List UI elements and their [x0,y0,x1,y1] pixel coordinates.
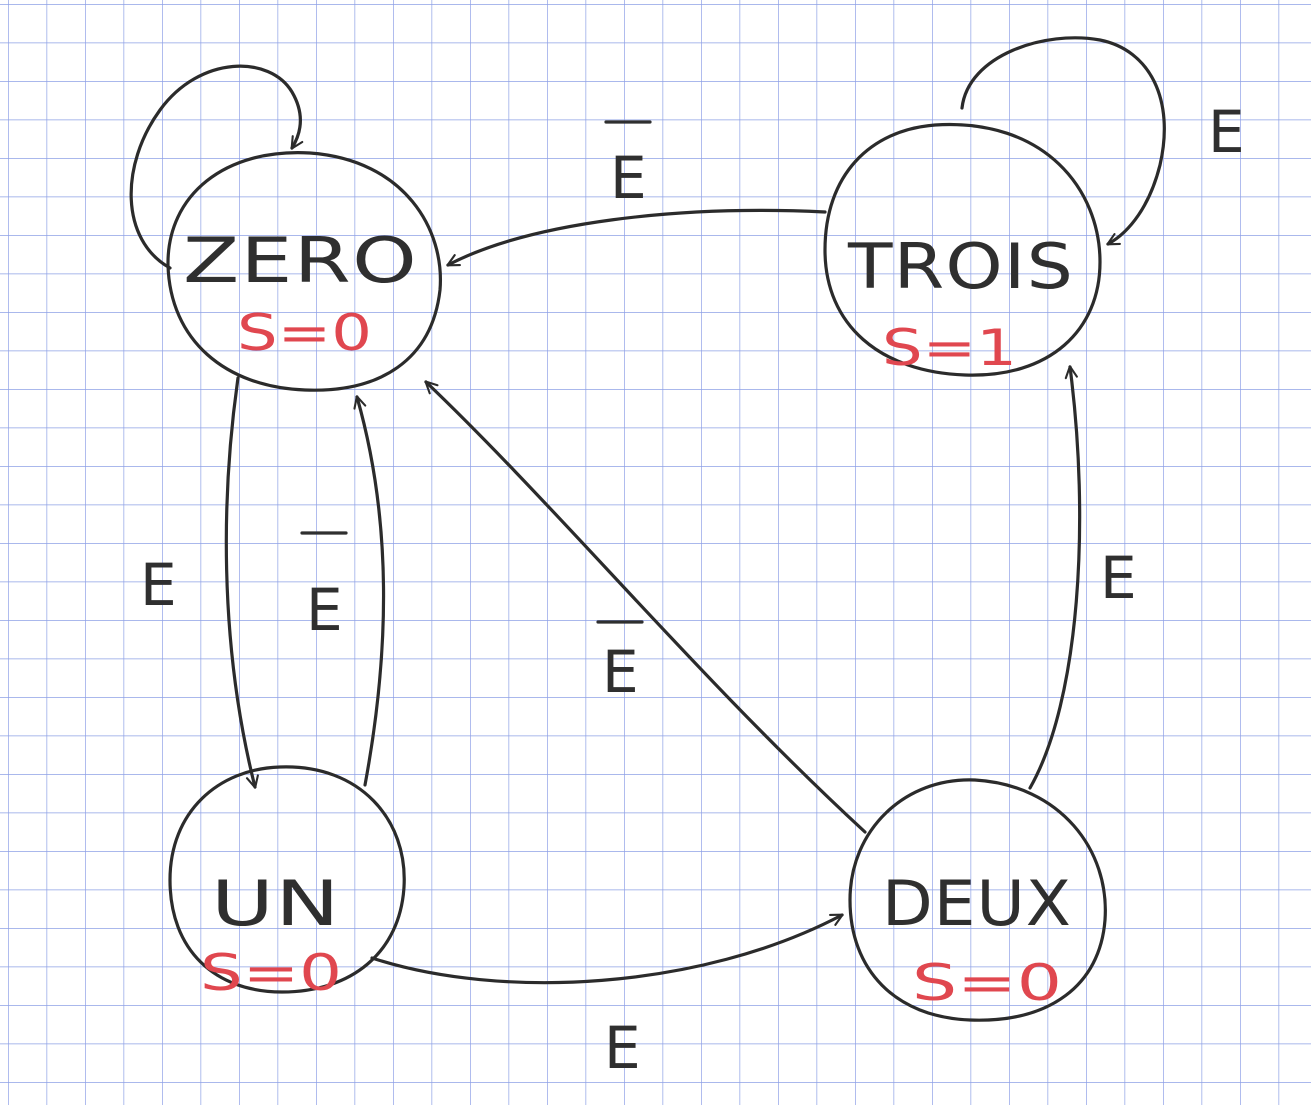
label-un-to-zero-text: E [306,576,343,644]
state-deux-circle [848,778,1107,1022]
state-zero-name: ZERO [183,224,418,297]
label-deux-to-trois: E [1100,544,1137,612]
state-un-output: S=0 [200,944,342,1002]
arrow-trois-self-loop [960,36,1166,246]
arrow-un-to-zero [353,395,386,787]
label-deux-to-zero-text: E [602,638,639,706]
state-deux[interactable]: DEUX S=0 [848,778,1107,1022]
label-un-to-zero: E [300,531,348,644]
arrow-zero-self-loop [129,64,304,270]
label-zero-to-un: E [140,551,177,619]
label-un-to-deux: E [604,1014,641,1082]
state-deux-output: S=0 [912,954,1062,1012]
arrow-zero-to-un [224,376,259,789]
arrow-deux-to-zero [424,380,867,834]
state-un-name: UN [211,867,341,940]
label-trois-to-zero: E [604,120,652,212]
arrow-un-to-deux [370,913,844,985]
state-deux-name: DEUX [882,867,1072,940]
state-zero[interactable]: ZERO S=0 [166,151,443,392]
arrow-trois-to-zero [446,208,827,267]
state-trois[interactable]: TROIS S=1 [823,122,1102,377]
label-trois-self-loop: E [1208,98,1245,166]
arrow-deux-to-trois [1028,365,1082,790]
label-trois-to-zero-text: E [610,144,647,212]
state-trois-circle [823,122,1102,377]
state-un-circle [168,765,406,994]
state-zero-circle [166,151,443,392]
state-un[interactable]: UN S=0 [168,765,406,1002]
label-deux-to-zero: E [596,620,644,706]
state-zero-output: S=0 [237,304,372,362]
state-trois-output: S=1 [882,319,1017,377]
state-trois-name: TROIS [847,230,1074,303]
